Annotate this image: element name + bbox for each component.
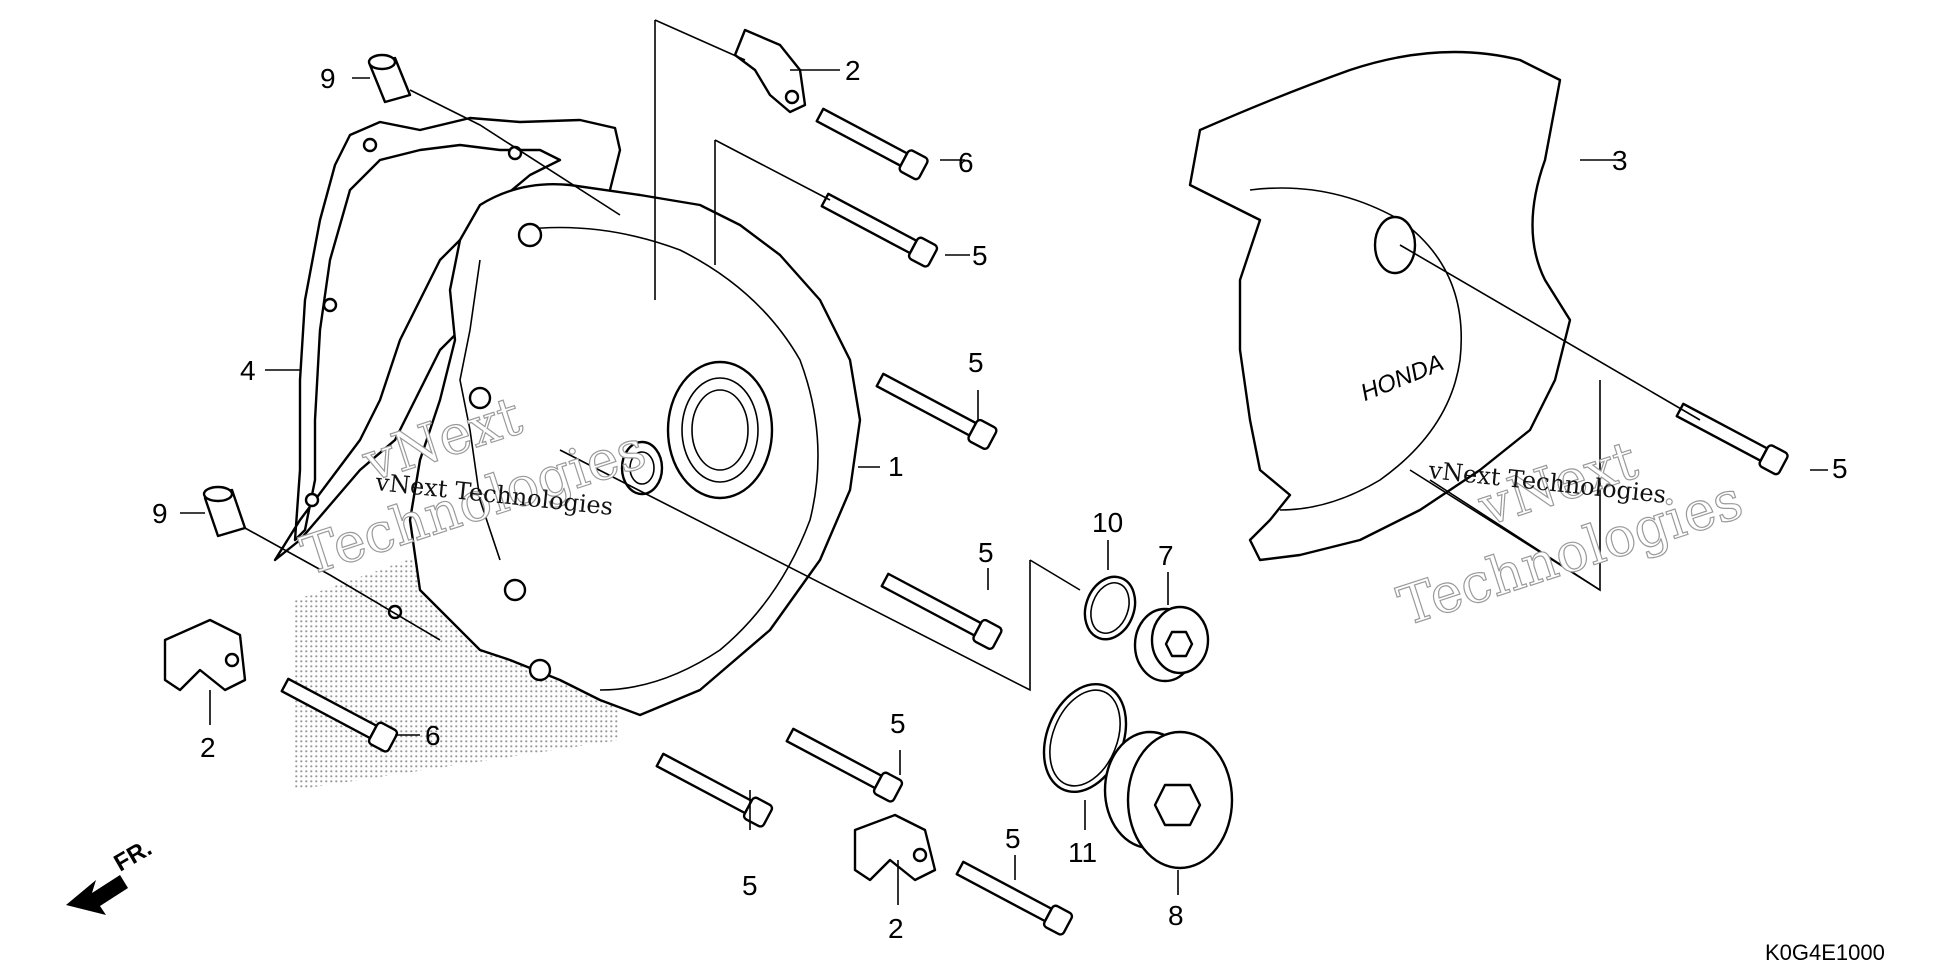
- o-ring-part: [1042, 575, 1137, 794]
- callout-7: 7: [1158, 540, 1174, 571]
- front-direction-label: FR.: [110, 834, 157, 877]
- diagram-code: K0G4E1000: [1765, 940, 1885, 965]
- callout-5: 5: [1832, 453, 1848, 484]
- callout-2: 2: [845, 55, 861, 86]
- callout-8: 8: [1168, 900, 1184, 931]
- crankcase-cover-part: [408, 183, 862, 717]
- callout-6: 6: [425, 720, 441, 751]
- callout-3: 3: [1612, 145, 1628, 176]
- callout-5: 5: [978, 537, 994, 568]
- callout-5: 5: [1005, 823, 1021, 854]
- callout-2: 2: [888, 913, 904, 944]
- callout-1: 1: [888, 451, 904, 482]
- callout-10: 10: [1092, 507, 1123, 538]
- callout-5: 5: [968, 347, 984, 378]
- dowel-collar-part: [202, 53, 412, 538]
- callout-5: 5: [972, 240, 988, 271]
- callout-6: 6: [958, 147, 974, 178]
- cap-part: [1103, 605, 1234, 870]
- callout-2: 2: [200, 732, 216, 763]
- callout-labels: 9 9 4 1 2 6 5 5 5 3 5 10 7 2 6 5 5 5 2 1…: [152, 55, 1848, 944]
- callout-5: 5: [890, 708, 906, 739]
- callout-4: 4: [240, 355, 256, 386]
- callout-11: 11: [1068, 837, 1097, 868]
- side-cover-part: HONDA: [1188, 50, 1572, 562]
- front-direction-arrow: FR.: [66, 834, 156, 915]
- bolt-part: [280, 107, 1789, 936]
- callout-9: 9: [320, 63, 336, 94]
- leader-lines: [180, 19, 1828, 905]
- callout-9: 9: [152, 498, 168, 529]
- clamp-part: [163, 28, 937, 882]
- callout-5: 5: [742, 870, 758, 901]
